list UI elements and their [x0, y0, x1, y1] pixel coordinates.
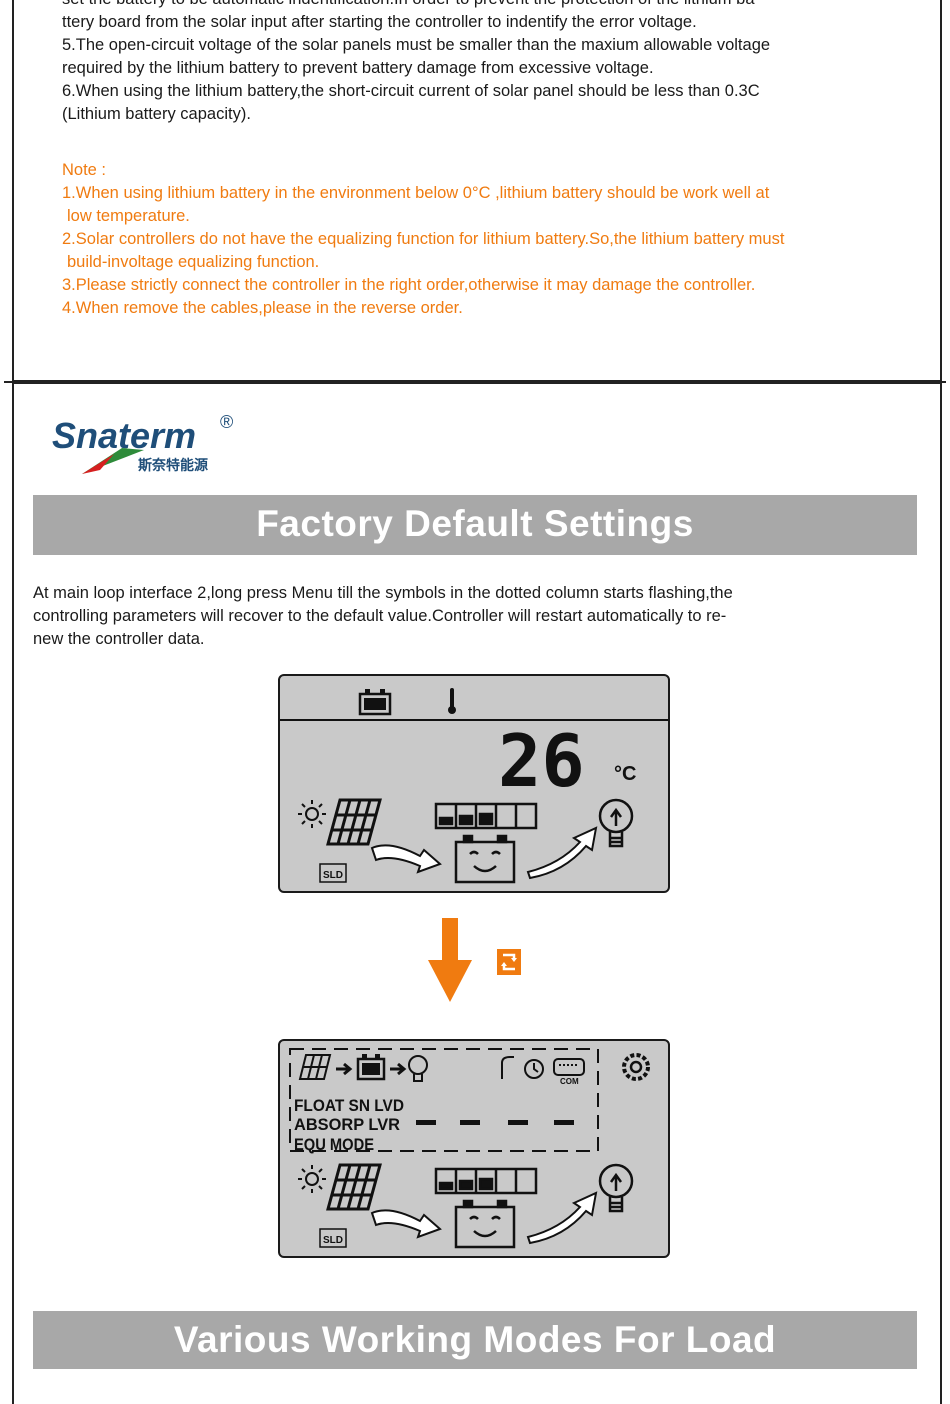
intro-line: new the controller data.: [33, 630, 205, 648]
section-title: Various Working Modes For Load: [33, 1311, 917, 1369]
com-port-icon: COM: [553, 1058, 585, 1086]
solar-panel-icon: [326, 1163, 382, 1211]
arrow-battery-to-load-icon: [526, 1191, 598, 1245]
sun-icon: [298, 1165, 326, 1193]
down-arrow-icon: [428, 918, 472, 1007]
main-panel: [12, 382, 942, 1404]
sun-icon: [298, 800, 326, 828]
note-item: 1.When using lithium battery in the envi…: [62, 184, 770, 202]
lcd-row-3: EQU MODE: [294, 1135, 374, 1154]
solar-panel-icon: [326, 798, 382, 846]
logo-reg: ®: [220, 412, 233, 432]
logo-chinese: 斯奈特能源: [138, 457, 208, 474]
note-line: (Lithium battery capacity).: [62, 105, 251, 123]
arrow-right-icon: [390, 1062, 407, 1076]
bulb-icon: [598, 798, 634, 848]
arrow-battery-to-load-icon: [526, 826, 598, 880]
note-item: 3.Please strictly connect the controller…: [62, 276, 756, 294]
note-line: ttery board from the solar input after s…: [62, 13, 697, 31]
lcd-display-main: 26 °C SLD: [278, 674, 670, 893]
intro-line: At main loop interface 2,long press Menu…: [33, 584, 733, 602]
note-heading: Note :: [62, 161, 107, 179]
note-block: Note : 1.When using lithium battery in t…: [62, 159, 882, 320]
battery-smile-icon: [454, 834, 516, 884]
battery-level-icon: [434, 802, 538, 830]
gear-icon: [622, 1053, 650, 1081]
svg-text:COM: COM: [560, 1077, 579, 1086]
note-item: 4.When remove the cables,please in the r…: [62, 299, 463, 317]
bulb-icon: [598, 1163, 634, 1213]
temperature-unit: °C: [614, 763, 636, 785]
sld-badge: SLD: [319, 863, 347, 883]
battery-level-icon: [434, 1167, 538, 1195]
battery-icon: [358, 689, 392, 716]
timer-icon: [501, 1056, 544, 1079]
sld-badge: SLD: [319, 1228, 347, 1248]
arrow-solar-to-battery-icon: [370, 844, 442, 874]
note-item: 2.Solar controllers do not have the equa…: [62, 230, 785, 248]
thermometer-icon: [448, 688, 456, 714]
note-line: required by the lithium battery to preve…: [62, 59, 654, 77]
note-line: 6.When using the lithium battery,the sho…: [62, 82, 760, 100]
solar-panel-icon: [298, 1054, 332, 1080]
intro-line: controlling parameters will recover to t…: [33, 607, 727, 625]
svg-text:SLD: SLD: [323, 870, 343, 881]
note-line: 5.The open-circuit voltage of the solar …: [62, 36, 771, 54]
note-item: build-involtage equalizing function.: [67, 253, 320, 271]
logo-swoosh-red: [82, 454, 114, 474]
lcd-row-1: FLOAT SN LVD: [294, 1096, 404, 1115]
svg-text:SLD: SLD: [323, 1235, 343, 1246]
battery-smile-icon: [454, 1199, 516, 1249]
reset-icon: [497, 949, 521, 980]
arrow-solar-to-battery-icon: [370, 1209, 442, 1239]
temperature-readout: 26: [498, 719, 585, 803]
intro-paragraph: At main loop interface 2,long press Menu…: [33, 582, 823, 651]
dash-segments: [416, 1120, 574, 1125]
snaterm-logo: Snaterm ® 斯奈特能源: [52, 408, 252, 478]
arrow-right-icon: [336, 1062, 353, 1076]
note-line: set the battery to be automatic indentif…: [62, 0, 882, 11]
section-title: Factory Default Settings: [33, 495, 917, 555]
note-item: low temperature.: [67, 207, 190, 225]
bulb-icon: [408, 1055, 428, 1082]
lcd-display-settings: COM FLOAT SN LVD ABSORP LVR EQU MODE: [278, 1039, 670, 1258]
lcd-row-2: ABSORP LVR: [294, 1115, 400, 1134]
battery-icon: [356, 1054, 386, 1081]
notes-top: set the battery to be automatic indentif…: [62, 0, 882, 126]
